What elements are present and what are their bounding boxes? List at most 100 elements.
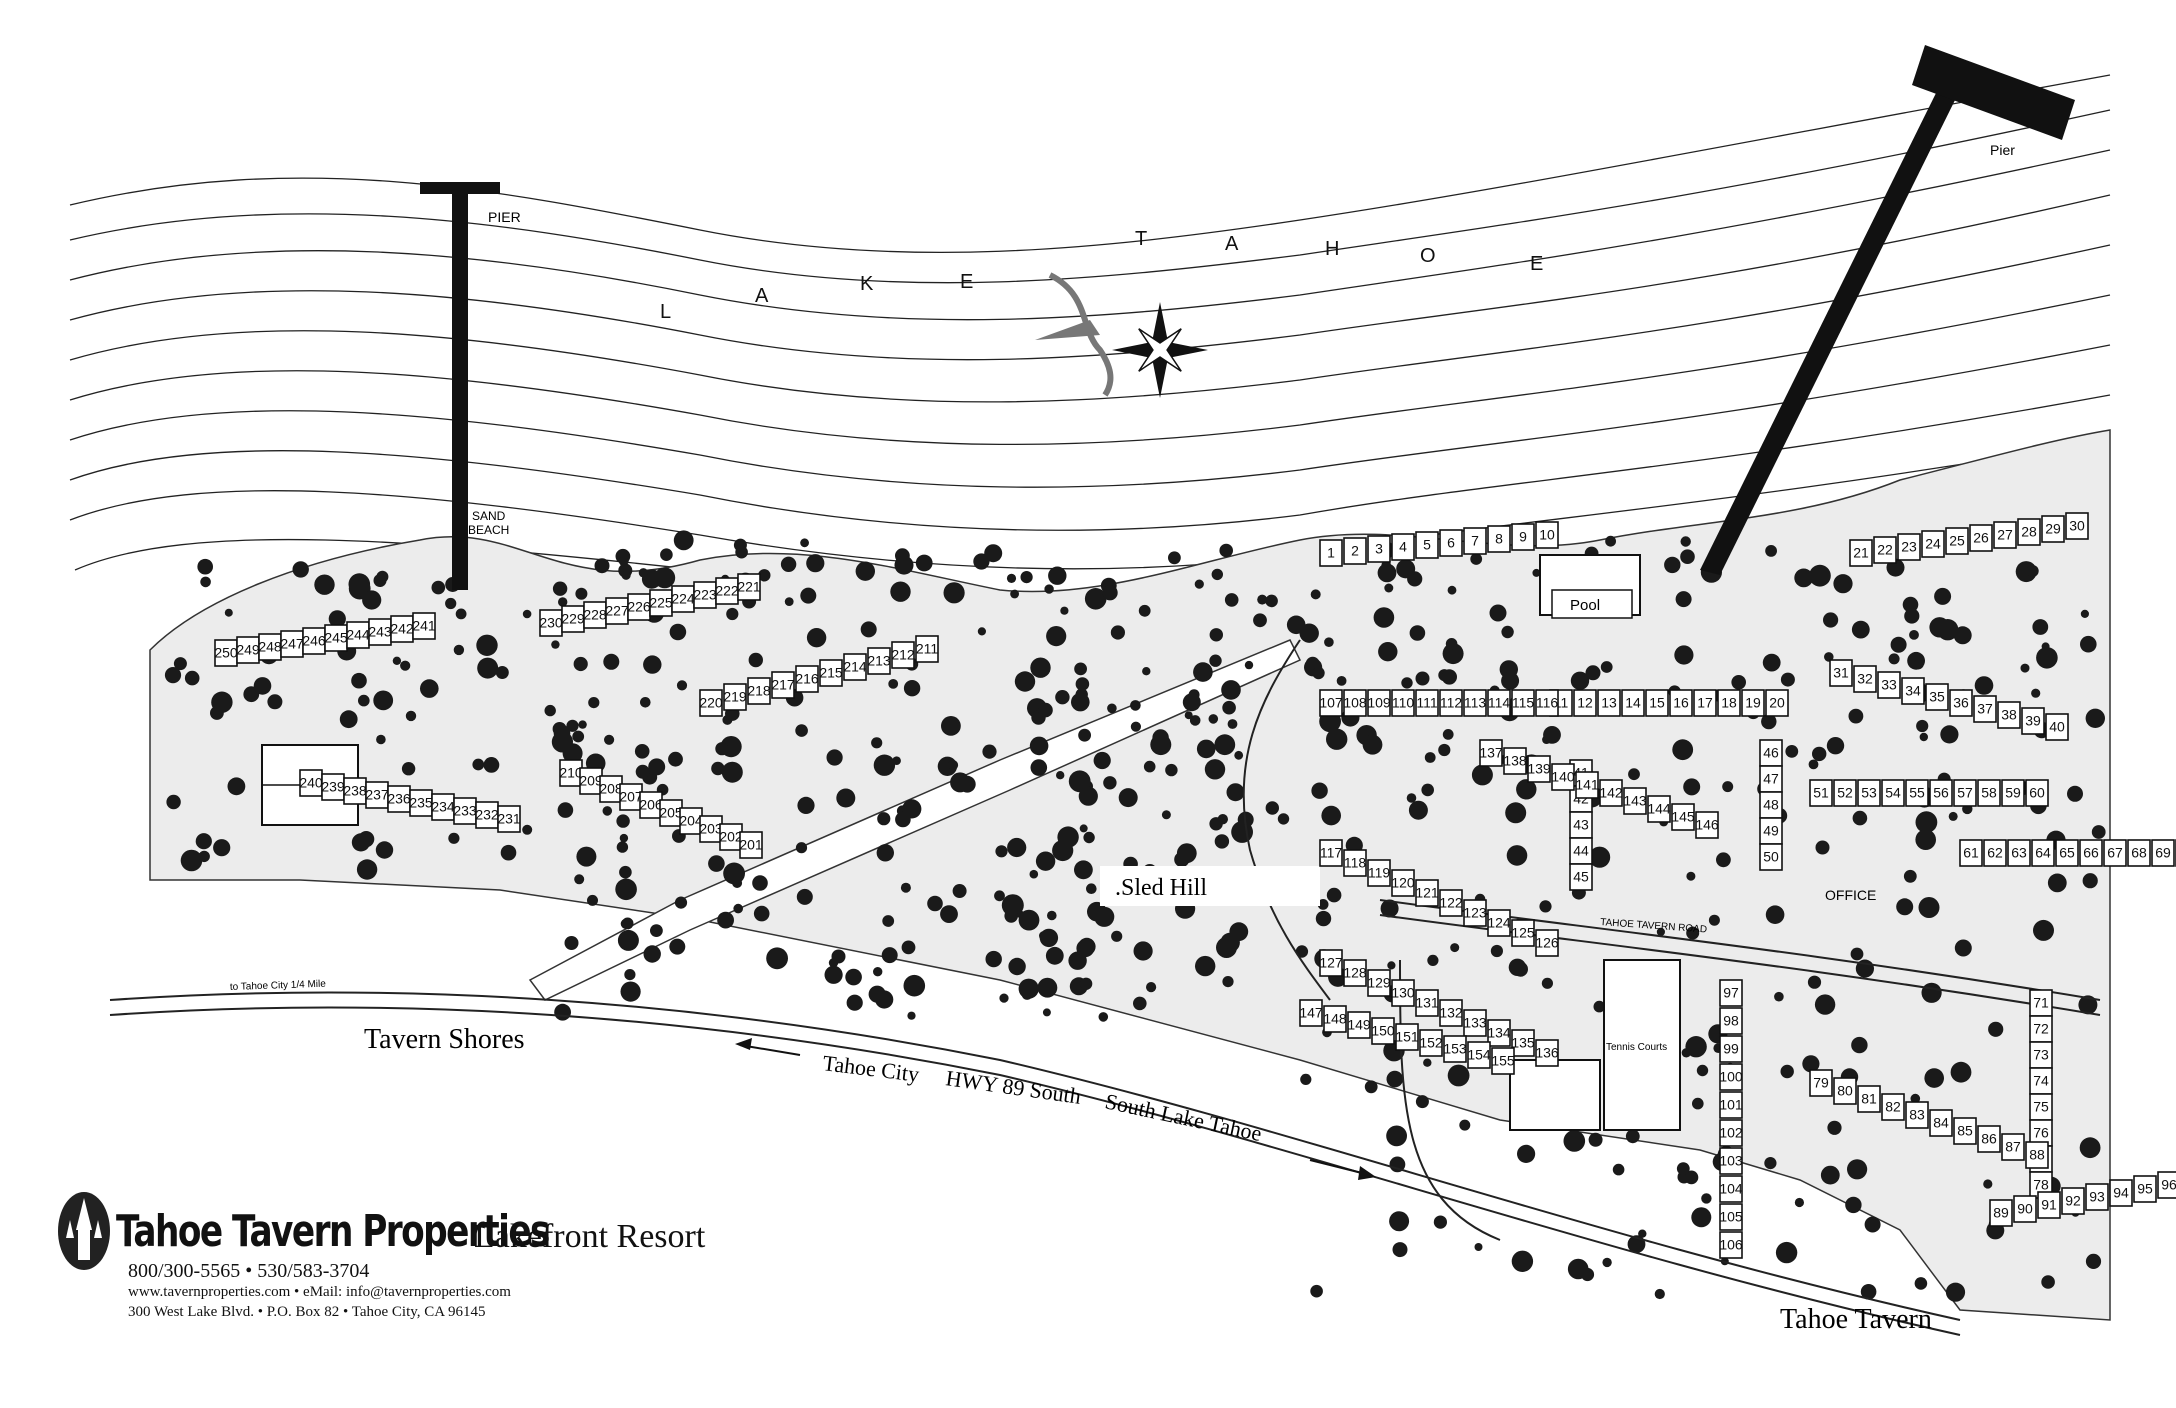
- unit-box: [1487, 1019, 1511, 1047]
- unit-202: 202: [719, 823, 743, 851]
- unit-127: 127: [1319, 949, 1343, 977]
- tree: [1052, 839, 1074, 862]
- unit-96: 96: [2157, 1171, 2176, 1199]
- unit-81: 81: [1857, 1085, 1881, 1113]
- unit-4: 4: [1391, 533, 1415, 561]
- unit-91: 91: [2037, 1191, 2061, 1219]
- unit-number: 134: [1487, 1025, 1511, 1041]
- brand-phones: 800/300-5565 • 530/583-3704: [128, 1260, 370, 1282]
- unit-number: 2: [1351, 543, 1359, 559]
- unit-number: 229: [561, 611, 585, 627]
- unit-number: 250: [214, 645, 238, 661]
- unit-number: 111: [1416, 695, 1437, 711]
- unit-number: 58: [1981, 785, 1997, 801]
- unit-box: [1719, 1007, 1743, 1035]
- tree: [1517, 1144, 1536, 1163]
- unit-number: 46: [1763, 745, 1779, 761]
- unit-box: [1833, 779, 1857, 807]
- tree: [373, 574, 387, 587]
- unit-61: 61: [1959, 839, 1983, 867]
- tree: [1909, 630, 1919, 640]
- tree: [901, 940, 916, 955]
- unit-number: 116: [1536, 695, 1559, 711]
- unit-number: 9: [1519, 529, 1527, 545]
- unit-27: 27: [1993, 521, 2017, 549]
- tree: [995, 845, 1008, 858]
- unit-number: 227: [605, 603, 629, 619]
- tree: [1691, 1207, 1712, 1228]
- tree: [1226, 783, 1245, 802]
- tree: [1988, 1021, 2004, 1037]
- tree: [210, 706, 224, 720]
- unit-number: 101: [1719, 1097, 1743, 1113]
- tree: [1076, 939, 1095, 958]
- tree: [1674, 645, 1694, 665]
- unit-box: [2017, 518, 2041, 546]
- unit-18: 18: [1717, 689, 1741, 717]
- unit-number: 226: [627, 599, 651, 615]
- tree: [1501, 671, 1520, 690]
- tree: [1168, 551, 1181, 565]
- unit-number: 132: [1439, 1005, 1463, 1021]
- unit-number: 14: [1625, 695, 1641, 711]
- tree: [1812, 746, 1827, 762]
- unit-242: 242: [390, 615, 414, 643]
- unit-number: 155: [1491, 1053, 1515, 1069]
- tree: [806, 554, 825, 573]
- brand-address: 300 West Lake Blvd. • P.O. Box 82 • Taho…: [128, 1304, 486, 1320]
- tree: [1423, 1058, 1432, 1067]
- tree: [1387, 961, 1396, 970]
- tree: [1300, 1073, 1312, 1085]
- tree: [1211, 568, 1224, 581]
- unit-129: 129: [1367, 969, 1391, 997]
- unit-box: [1989, 1199, 2013, 1227]
- unit-number: 224: [671, 591, 695, 607]
- unit-box: [1997, 701, 2021, 729]
- unit-49: 49: [1759, 817, 1783, 845]
- unit-box: [2133, 1175, 2157, 1203]
- tree: [717, 911, 734, 929]
- unit-number: 99: [1723, 1041, 1739, 1057]
- unit-116: 116: [1535, 689, 1559, 717]
- tree: [166, 794, 181, 810]
- tree: [1910, 1093, 1921, 1104]
- unit-12: 12: [1573, 689, 1597, 717]
- tree: [1182, 693, 1201, 712]
- tree: [1039, 928, 1059, 948]
- brand-name: Tahoe Tavern Properties: [116, 1205, 550, 1257]
- unit-219: 219: [723, 683, 747, 711]
- unit-1: 1: [1319, 539, 1343, 567]
- unit-9: 9: [1511, 523, 1535, 551]
- tree: [1605, 535, 1616, 547]
- tree: [2091, 825, 2106, 839]
- tree: [401, 762, 416, 776]
- tree: [616, 814, 630, 828]
- tree: [376, 734, 386, 745]
- tree: [1312, 666, 1325, 680]
- unit-box: [1463, 527, 1487, 555]
- unit-box: [1849, 539, 1873, 567]
- tree: [1068, 770, 1091, 793]
- tree: [1193, 662, 1213, 682]
- unit-number: 151: [1395, 1029, 1419, 1045]
- unit-box: [2025, 1141, 2049, 1169]
- tree: [2082, 873, 2098, 889]
- unit-112: 112: [1439, 689, 1463, 717]
- tree: [400, 660, 411, 671]
- unit-147: 147: [1299, 999, 1323, 1027]
- tree: [1406, 793, 1417, 803]
- tree: [2026, 565, 2039, 577]
- unit-number: 91: [2041, 1197, 2057, 1213]
- tree: [1253, 613, 1267, 628]
- tree: [907, 1011, 916, 1020]
- lake-letter: L: [660, 301, 671, 323]
- unit-box: [1695, 811, 1719, 839]
- tree: [735, 545, 748, 559]
- unit-80: 80: [1833, 1077, 1857, 1105]
- unit-box: [1719, 979, 1743, 1007]
- unit-103: 103: [1719, 1147, 1743, 1175]
- tree: [2020, 663, 2030, 673]
- unit-58: 58: [1977, 779, 2001, 807]
- unit-box: [2065, 512, 2089, 540]
